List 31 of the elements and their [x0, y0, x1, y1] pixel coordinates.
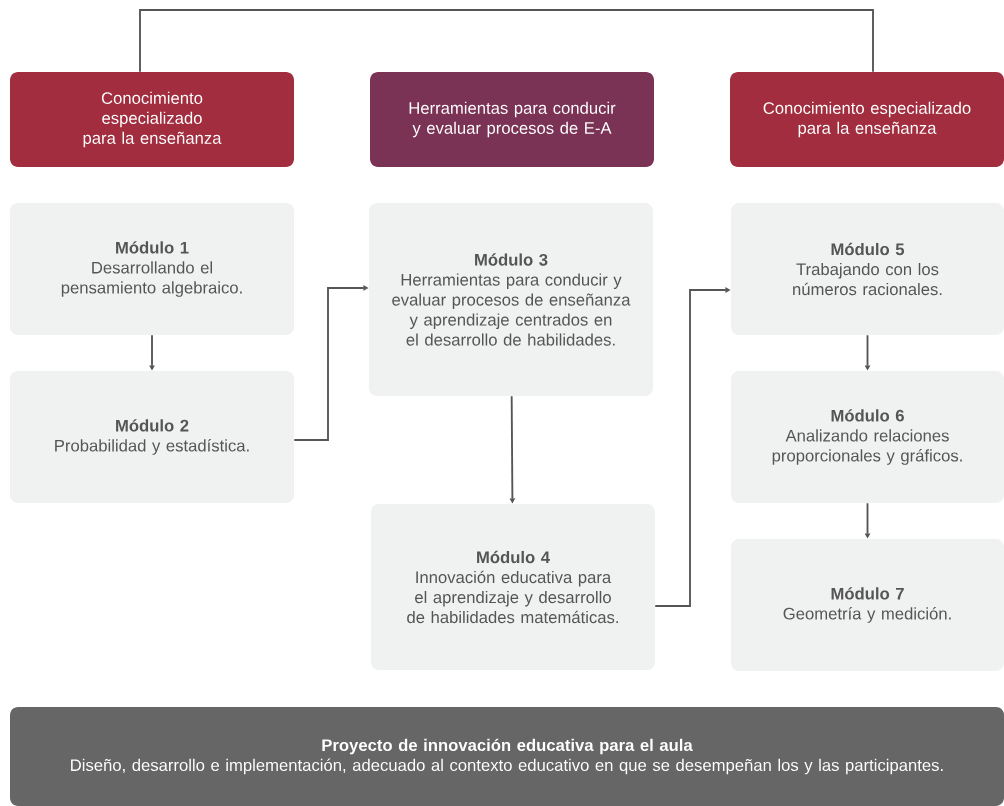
- header-box: [370, 72, 654, 167]
- project-description: Diseño, desarrollo e implementación, adecuado al contexto educativo en que se desempeñan los y las participantes.: [71, 758, 943, 775]
- module-description: Herramientas para conducir y evaluar procesos de enseñanza y aprendizaje centrados en el desarrollo de habilidades.: [392, 273, 631, 346]
- module-description: Innovación educativa para el aprendizaje y desarrollo de habilidades matemáticas.: [407, 570, 618, 624]
- module-description: Probabilidad y estadística.: [55, 439, 249, 455]
- module-title: Módulo 6: [831, 409, 904, 422]
- module-title: Módulo 7: [831, 587, 904, 600]
- module-description: Trabajando con los números racionales.: [793, 262, 942, 296]
- project-box: [10, 707, 1004, 806]
- project-title: Proyecto de innovación educativa para el aula: [322, 738, 693, 755]
- header-box: [10, 72, 294, 167]
- module-description: Analizando relaciones proporcionales y gráficos.: [772, 429, 962, 465]
- module-box: [731, 203, 1004, 335]
- header-text: Conocimiento especializado para la enseñanza: [763, 101, 971, 138]
- module-box: [731, 539, 1004, 671]
- module-box: [10, 203, 294, 335]
- module-title: Módulo 4: [477, 550, 550, 564]
- module-title: Módulo 2: [116, 419, 189, 432]
- header-text: Herramientas para conducir y evaluar procesos de E-A: [409, 101, 616, 138]
- connector-line: [139, 9, 874, 73]
- module-title: Módulo 5: [831, 242, 905, 256]
- header-box: [730, 72, 1004, 167]
- module-title: Módulo 3: [475, 253, 548, 266]
- module-description: Desarrollando el pensamiento algebraico.: [61, 261, 242, 297]
- module-box: [369, 203, 653, 396]
- module-box: [371, 504, 655, 670]
- header-text: Conocimiento especializado para la enseñanza: [83, 91, 222, 148]
- module-box: [10, 371, 294, 503]
- module-description: Geometría y medición.: [783, 607, 951, 623]
- module-box: [731, 371, 1004, 503]
- module-title: Módulo 1: [116, 241, 189, 254]
